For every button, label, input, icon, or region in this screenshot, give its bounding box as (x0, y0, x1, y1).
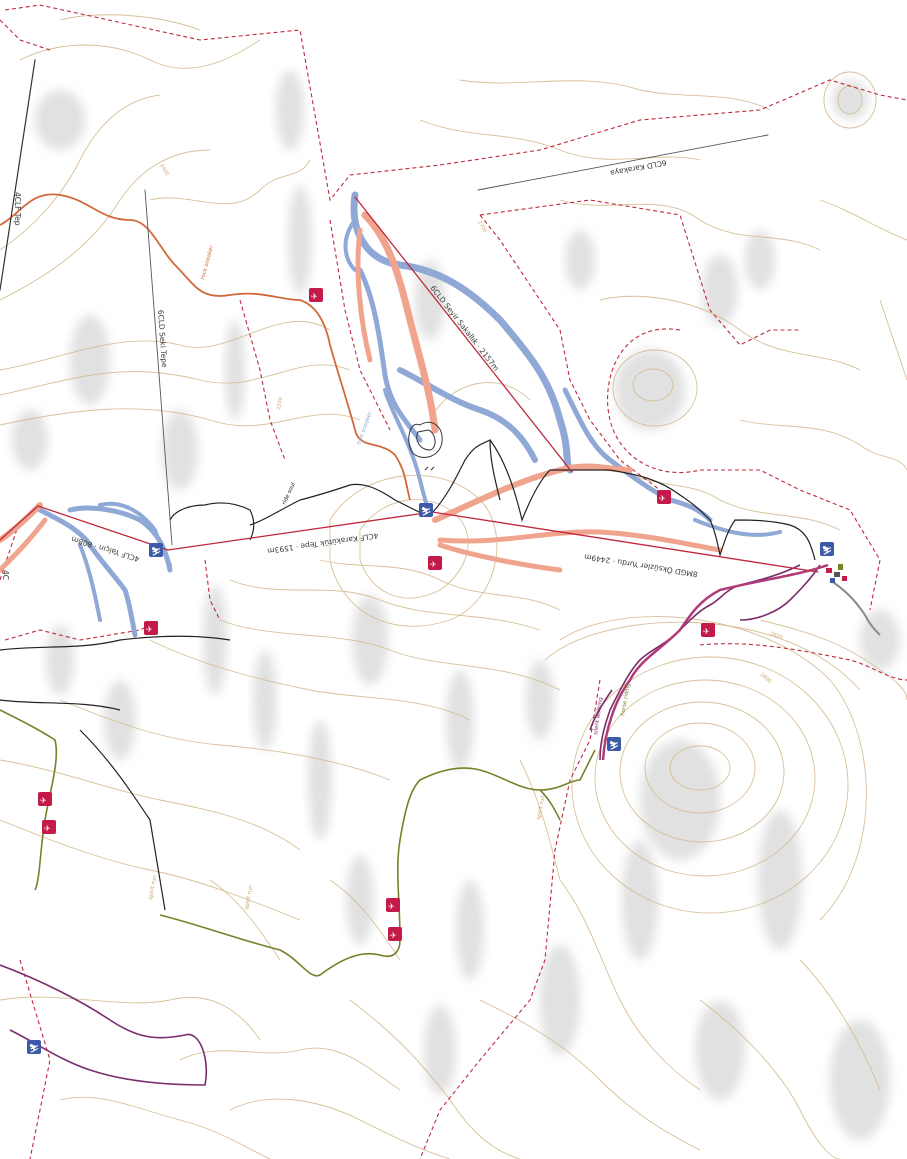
activity-icon-4[interactable]: ✈ (144, 621, 158, 635)
lift-karakutuk-tepe-line (167, 511, 433, 551)
trail-label-b: spirit run (148, 874, 158, 900)
lift-label-karakaya: 6CLD Karakaya (609, 158, 667, 178)
crater-feature (408, 421, 443, 471)
activity-icon-3[interactable]: ✈ (657, 490, 671, 504)
trail-label-horse-riding: horse riding (620, 683, 632, 716)
svg-text:✈: ✈ (703, 627, 710, 636)
olive-trail (0, 709, 596, 977)
black-pistes (0, 439, 816, 911)
trail-label-a: spirit run (536, 794, 546, 820)
lift-label-seki-tepe: 6CLD Seki Tepe (156, 310, 169, 369)
svg-text:2200: 2200 (276, 397, 284, 411)
trail-label-rock-sneaker: rock sneaker (200, 244, 215, 280)
trail-label-silent-walking: silent walking (593, 697, 604, 735)
lift-yalcin-line (37, 505, 169, 551)
trail-label-c: spirit run (244, 884, 254, 910)
activity-icon-9[interactable]: ✈ (388, 927, 402, 941)
red-pistes (0, 211, 723, 573)
station-icon-horse-riding[interactable]: ⛷ (607, 737, 621, 751)
svg-text:⛷: ⛷ (609, 740, 619, 750)
edge-label-left-mid: 4C (1, 570, 10, 580)
svg-text:2800: 2800 (759, 672, 773, 685)
svg-text:✈: ✈ (430, 560, 437, 569)
trail-label-tree-sneaker: tree sneaker (356, 410, 374, 445)
svg-text:✈: ✈ (659, 494, 666, 503)
svg-text:✈: ✈ (44, 824, 51, 833)
svg-text:✈: ✈ (40, 796, 47, 805)
lift-karakaya-line (477, 134, 769, 191)
edge-label-left-top: 4CLF Tep (13, 192, 22, 226)
station-icon-karakutuk-tepe[interactable]: ⛷ (419, 503, 433, 517)
access-road-grey (829, 579, 881, 636)
ski-lifts (0, 59, 819, 573)
svg-text:✈: ✈ (311, 292, 318, 301)
svg-text:⛷: ⛷ (421, 506, 431, 516)
hill-shading (12, 70, 900, 1140)
svg-text:⛷: ⛷ (822, 545, 832, 555)
lift-station-icons[interactable]: ⛷ ⛷ ⛷ ⛷ ⛷ (27, 503, 834, 1054)
svg-text:✈: ✈ (388, 902, 395, 911)
village-buildings (826, 564, 847, 583)
station-icon-oksuzler-yurdu[interactable]: ⛷ (820, 542, 834, 556)
station-icon-bottom-left[interactable]: ⛷ (27, 1040, 41, 1054)
orange-trail (0, 193, 411, 501)
svg-text:⛷: ⛷ (151, 546, 161, 556)
svg-text:✈: ✈ (146, 625, 153, 634)
svg-text:2400: 2400 (158, 163, 170, 177)
lift-seki-tepe-line (144, 189, 173, 546)
contour-elevation-labels: 2400 2200 2600 2800 2700 (158, 163, 783, 685)
access-road (601, 563, 829, 761)
lift-oksuzler-yurdu-line (431, 511, 819, 573)
activity-icon-6[interactable]: ✈ (38, 792, 52, 806)
station-icon-yalcin[interactable]: ⛷ (149, 543, 163, 557)
svg-text:2600: 2600 (769, 631, 783, 641)
lift-label-oksuzler-yurdu: 8MGD Öksüzler Yurdu · 2449m (584, 552, 699, 579)
activity-icon-7[interactable]: ✈ (42, 820, 56, 834)
activity-icon-2[interactable]: ✈ (428, 556, 442, 570)
activity-icon-8[interactable]: ✈ (386, 898, 400, 912)
svg-text:✈: ✈ (390, 931, 397, 940)
svg-text:2700: 2700 (476, 220, 488, 234)
svg-text:⛷: ⛷ (29, 1043, 39, 1053)
activity-icon-1[interactable]: ✈ (309, 288, 323, 302)
activity-icon-5[interactable]: ✈ (701, 623, 715, 637)
activity-icons[interactable]: ✈ ✈ ✈ ✈ ✈ ✈ ✈ ✈ ✈ (38, 288, 715, 941)
lift-seyir-sakallik-line (354, 196, 573, 473)
resort-boundary (0, 4, 907, 1159)
lift-label-karakutuk-tepe: 4CLF Karakütük Tepe · 1593m (267, 531, 379, 556)
contour-lines (0, 14, 907, 1159)
